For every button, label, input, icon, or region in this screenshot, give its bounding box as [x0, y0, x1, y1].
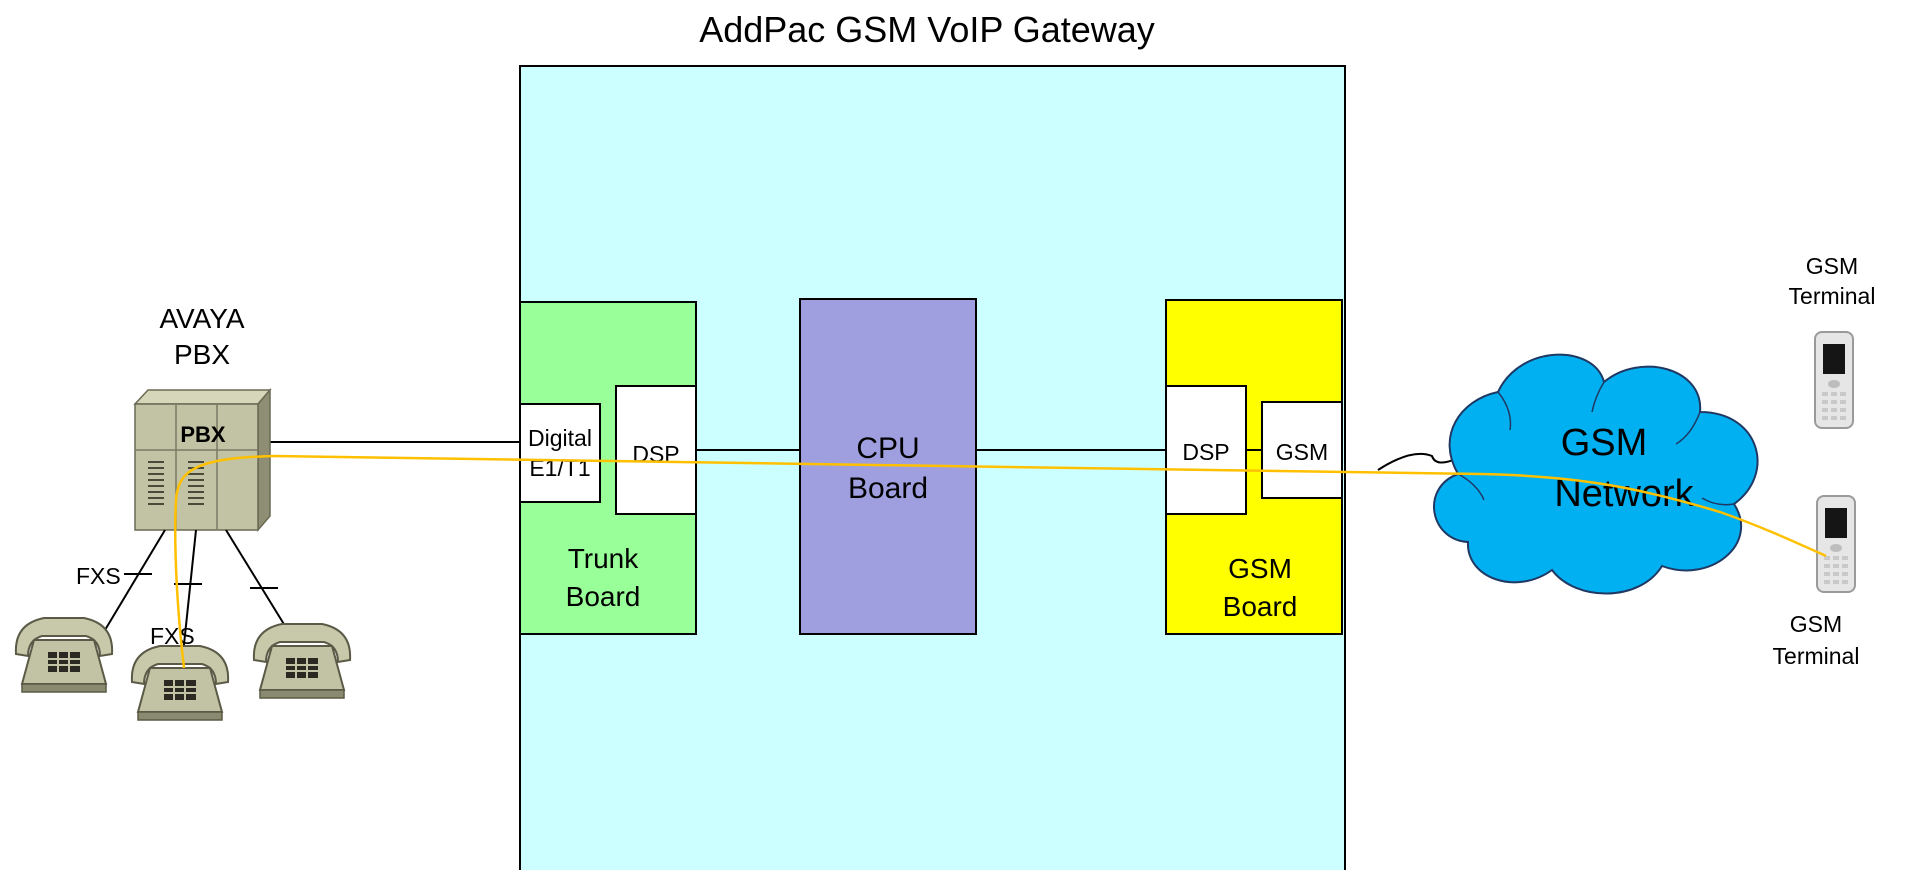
- pbx-label-2: PBX: [174, 339, 230, 370]
- call-path: [174, 454, 1827, 669]
- pbx-label-1: AVAYA: [159, 303, 244, 334]
- gsm-dsp-label: DSP: [1182, 439, 1229, 465]
- pbx-device-text: PBX: [180, 422, 226, 447]
- fxs-line-middle: [182, 529, 197, 655]
- gsm-terminal-top-icon: [1814, 331, 1854, 429]
- fxs-line-right: [225, 529, 291, 635]
- cpu-board-label-2: Board: [848, 472, 928, 505]
- gsm-network-cloud-icon: [1433, 353, 1759, 595]
- terminal-bottom-label-2: Terminal: [1773, 643, 1860, 669]
- fxs-line-left: [104, 529, 166, 631]
- fxs-label-b: FXS: [150, 623, 195, 649]
- desk-phone-middle-icon: [130, 645, 230, 721]
- cpu-board-label-1: CPU: [856, 432, 919, 465]
- gsm-board-label-1: GSM: [1228, 553, 1292, 584]
- trunk-dsp: [615, 385, 697, 515]
- gsm-network-label-1: GSM: [1561, 422, 1648, 464]
- terminal-top-label-1: GSM: [1806, 253, 1858, 279]
- trunk-board-label-1: Trunk: [568, 543, 640, 574]
- desk-phone-right-icon: [252, 623, 352, 699]
- trunk-board-label-2: Board: [566, 581, 641, 612]
- diagram-title: AddPac GSM VoIP Gateway: [699, 9, 1155, 50]
- terminal-top-label-2: Terminal: [1789, 283, 1876, 309]
- digital-label: Digital: [528, 425, 592, 451]
- gsm-terminal-bottom-icon: [1816, 495, 1856, 593]
- digital-e1t1-port: [519, 403, 601, 503]
- pbx-cabinet-icon: [133, 387, 272, 533]
- terminal-bottom-label-1: GSM: [1790, 611, 1842, 637]
- radio-link-icon: [1377, 452, 1459, 471]
- desk-phone-left-icon: [14, 617, 114, 693]
- gsm-module-label: GSM: [1276, 439, 1328, 465]
- fxs-label-a: FXS: [76, 563, 121, 589]
- gsm-board-label-2: Board: [1223, 591, 1298, 622]
